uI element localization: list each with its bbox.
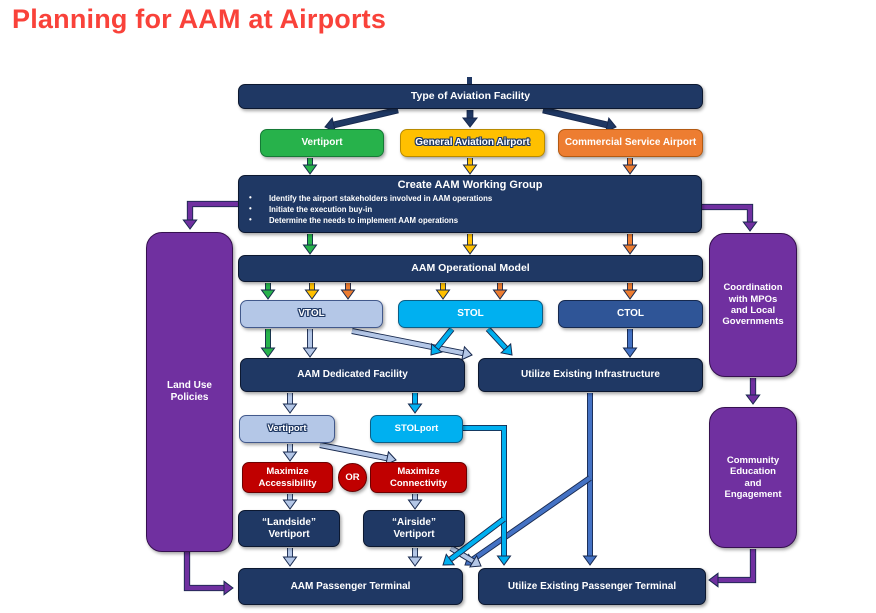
node-label: Maximize Accessibility [258, 466, 317, 489]
node-utilize-existing-infrastructure: Utilize Existing Infrastructure [478, 358, 703, 392]
working-group-bullet: Determine the needs to implement AAM ope… [239, 215, 701, 225]
edge-utilize-existing-infrastructure-to-aam-passenger-terminal [464, 475, 592, 566]
page-title: Planning for AAM at Airports [12, 4, 387, 34]
edge-general-aviation-airport-to-create-aam-working-group [462, 158, 478, 175]
edge-vtol-to-aam-dedicated-facility [260, 329, 276, 358]
node-label: STOL [457, 308, 484, 319]
node-utilize-existing-passenger-terminal: Utilize Existing Passenger Terminal [478, 568, 706, 605]
edge-community-education-to-utilize-existing-passenger-terminal [708, 549, 757, 588]
node-vtol: VTOL [240, 300, 383, 328]
edge-stol-to-utilize-existing-infrastructure [485, 326, 513, 356]
working-group-title: Create AAM Working Group [397, 179, 543, 191]
edge-create-aam-working-group-to-aam-operational-model [302, 234, 318, 255]
node-label: AAM Operational Model [411, 262, 530, 275]
node-label: Land Use Policies [166, 380, 212, 403]
edge-aam-operational-model-to-ctol [622, 283, 638, 300]
node-label: Utilize Existing Passenger Terminal [507, 580, 677, 592]
node-label: CTOL [616, 308, 645, 319]
node-label: “Landside” Vertiport [262, 516, 316, 540]
edge-commercial-service-airport-to-create-aam-working-group [622, 158, 638, 175]
edge-aam-operational-model-to-vtol [304, 283, 320, 300]
node-label: Coordination with MPOs and Local Governm… [722, 282, 784, 328]
edge-ctol-to-utilize-existing-infrastructure [622, 329, 638, 358]
edge-create-aam-working-group-to-land-use-policies [182, 200, 238, 230]
node-label: AAM Passenger Terminal [290, 580, 411, 592]
node-label: VTOL [298, 308, 325, 319]
node-or-connector: OR [338, 463, 367, 492]
node-vertiport: Vertiport [239, 415, 335, 443]
edge-airside-vertiport-to-aam-passenger-terminal [407, 548, 423, 567]
node-label: Vertiport [301, 137, 343, 148]
edge-utilize-existing-infrastructure-to-utilize-existing-passenger-terminal [582, 393, 598, 566]
node-label: Community Education and Engagement [724, 454, 782, 500]
edge-type-of-aviation-facility-to-commercial-service-airport [542, 106, 617, 133]
node-label: Type of Aviation Facility [410, 90, 531, 103]
edge-aam-operational-model-to-stol [492, 283, 508, 300]
working-group-bullet-list: Identify the airport stakeholders involv… [239, 193, 701, 227]
edge-create-aam-working-group-to-coordination-with-mpos [702, 203, 758, 232]
node-aam-dedicated-facility: AAM Dedicated Facility [240, 358, 465, 392]
node-vertiport-type: Vertiport [260, 129, 384, 157]
node-commercial-service-airport: Commercial Service Airport [558, 129, 703, 157]
node-aam-operational-model: AAM Operational Model [238, 255, 703, 282]
node-coordination-with-mpos: Coordination with MPOs and Local Governm… [709, 233, 797, 377]
edge-coordination-with-mpos-to-community-education [745, 378, 761, 405]
edge-landside-vertiport-to-aam-passenger-terminal [282, 548, 298, 567]
edge-aam-operational-model-to-vtol [260, 283, 276, 300]
node-maximize-accessibility: Maximize Accessibility [242, 462, 333, 493]
edge-land-use-policies-to-aam-passenger-terminal [183, 552, 234, 596]
top-connector-stub [467, 77, 472, 85]
node-airside-vertiport: “Airside” Vertiport [363, 510, 465, 547]
node-label: General Aviation Airport [415, 137, 530, 148]
edge-maximize-accessibility-to-landside-vertiport [282, 494, 298, 510]
edge-airside-vertiport-to-utilize-existing-passenger-terminal [449, 545, 482, 568]
node-stolport: STOLport [370, 415, 463, 443]
edge-type-of-aviation-facility-to-general-aviation-airport [461, 110, 479, 128]
node-type-of-aviation-facility: Type of Aviation Facility [238, 84, 703, 109]
node-aam-passenger-terminal: AAM Passenger Terminal [238, 568, 463, 605]
node-community-education: Community Education and Engagement [709, 407, 797, 548]
edge-vertiport-to-maximize-connectivity [319, 442, 397, 466]
node-stol: STOL [398, 300, 543, 328]
node-label: “Airside” Vertiport [392, 516, 436, 540]
edge-aam-dedicated-facility-to-vertiport [282, 393, 298, 414]
edge-vertiport-type-to-create-aam-working-group [302, 158, 318, 175]
edge-vertiport-to-maximize-accessibility [282, 444, 298, 462]
edge-aam-operational-model-to-stol [435, 283, 451, 300]
node-label: OR [345, 471, 360, 483]
edge-stolport-to-utilize-existing-passenger-terminal [463, 425, 512, 566]
edge-vtol-to-utilize-existing-infrastructure [351, 328, 473, 361]
node-label: Vertiport [267, 423, 307, 435]
node-ctol: CTOL [558, 300, 703, 328]
edge-aam-operational-model-to-vtol [340, 283, 356, 300]
node-maximize-connectivity: Maximize Connectivity [370, 462, 467, 493]
node-label: AAM Dedicated Facility [297, 369, 408, 380]
node-label: Commercial Service Airport [564, 137, 697, 148]
edge-stolport-to-aam-passenger-terminal [442, 516, 506, 566]
edge-type-of-aviation-facility-to-vertiport-type [324, 106, 399, 133]
working-group-bullet: Identify the airport stakeholders involv… [239, 193, 701, 203]
node-label: Utilize Existing Infrastructure [521, 369, 660, 380]
edge-stol-to-aam-dedicated-facility [430, 327, 455, 356]
edge-vtol-to-aam-dedicated-facility [302, 329, 318, 358]
node-landside-vertiport: “Landside” Vertiport [238, 510, 340, 547]
working-group-bullet: Initiate the execution buy-in [239, 204, 701, 214]
node-label: STOLport [394, 423, 439, 435]
node-create-aam-working-group: Create AAM Working Group Identify the ai… [238, 175, 702, 233]
node-general-aviation-airport: General Aviation Airport [400, 129, 545, 157]
edge-create-aam-working-group-to-aam-operational-model [462, 234, 478, 255]
node-label: Maximize Connectivity [389, 466, 447, 489]
edge-create-aam-working-group-to-aam-operational-model [622, 234, 638, 255]
node-land-use-policies: Land Use Policies [146, 232, 233, 552]
edge-aam-dedicated-facility-to-stolport [407, 393, 423, 414]
edge-maximize-connectivity-to-airside-vertiport [407, 494, 423, 510]
